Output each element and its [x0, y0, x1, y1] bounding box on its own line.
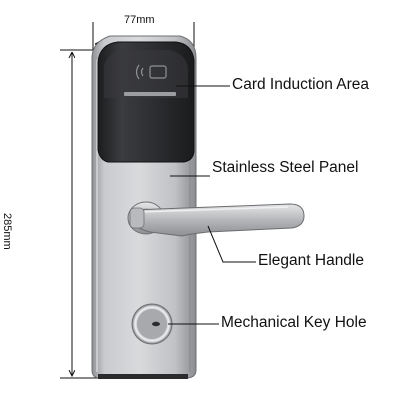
elegant-handle-label: Elegant Handle	[258, 252, 364, 269]
card-induction-area-label: Card Induction Area	[232, 76, 370, 93]
leader-lines	[168, 85, 256, 325]
door-handle	[127, 201, 305, 237]
height-dimension	[60, 49, 98, 379]
rfid-card-icon	[135, 64, 167, 80]
width-label: 77mm	[124, 14, 155, 26]
card-slot-indicator	[124, 92, 176, 96]
card-reader	[97, 41, 195, 163]
mechanical-key-hole	[131, 303, 173, 345]
stainless-steel-panel-label: Stainless Steel Panel	[212, 159, 359, 176]
mechanical-key-hole-label: Mechanical Key Hole	[221, 314, 367, 331]
height-label: 285mm	[1, 213, 13, 250]
